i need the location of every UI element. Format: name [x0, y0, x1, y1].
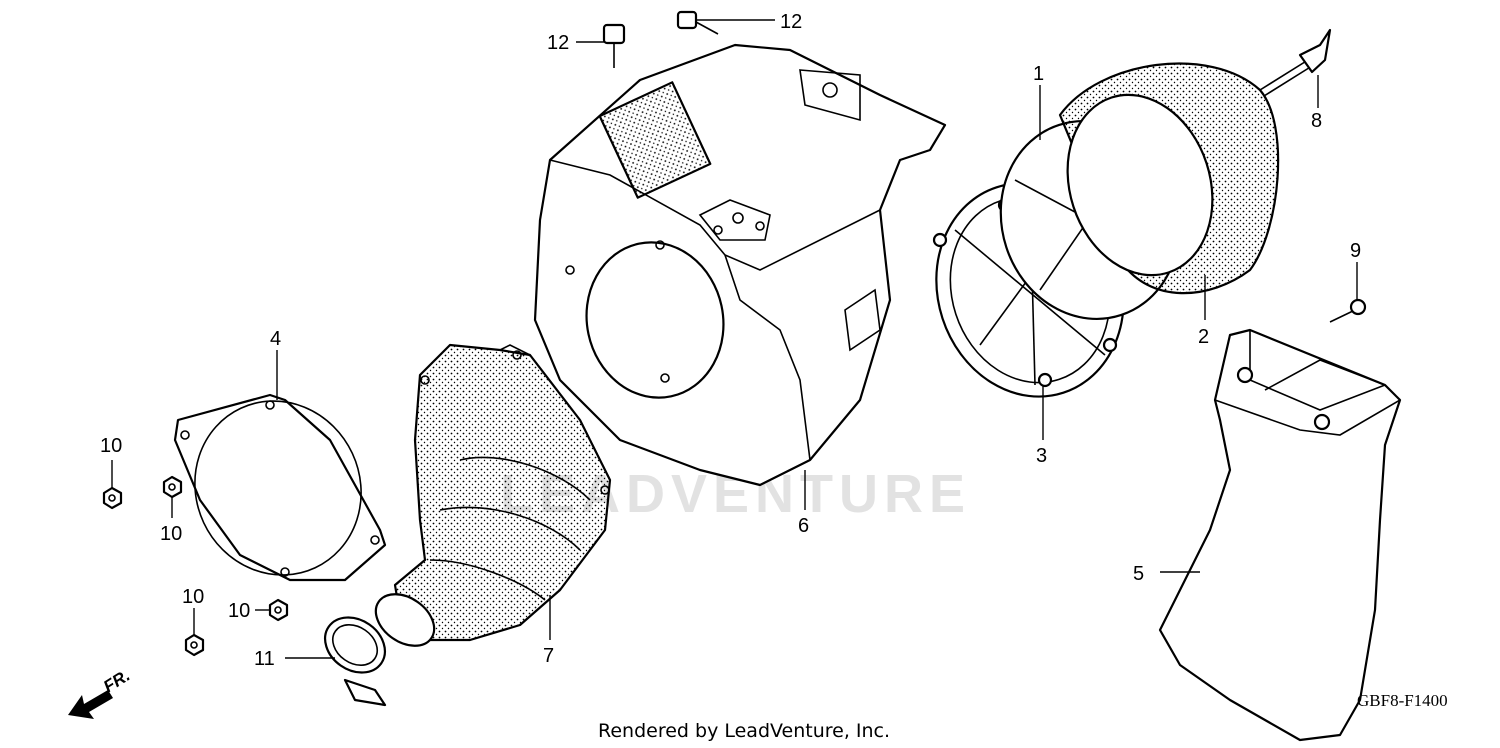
callout-12-b: 12: [780, 11, 802, 33]
render-credit: Rendered by LeadVenture, Inc.: [598, 720, 890, 742]
part-6-air-cleaner-case[interactable]: [533, 43, 947, 487]
callout-5: 5: [1133, 563, 1144, 585]
callout-8: 8: [1311, 110, 1322, 132]
front-direction-arrow-icon: FR.: [68, 666, 133, 719]
part-2-air-cleaner-element[interactable]: [1045, 62, 1280, 295]
callout-9: 9: [1350, 240, 1361, 262]
callout-4: 4: [270, 328, 281, 350]
callout-6: 6: [798, 515, 809, 537]
callout-labels: 1 2 3 4 5 6 7 8 9 10 10 10 10 11 12 12: [100, 11, 1361, 670]
callout-10-b: 10: [160, 523, 182, 545]
part-9-screw[interactable]: [1329, 298, 1367, 323]
diagram-code: GBF8-F1400: [1357, 691, 1448, 710]
callout-7: 7: [543, 645, 554, 667]
part-11-tube-band[interactable]: [314, 606, 395, 707]
callout-11: 11: [254, 648, 275, 670]
callout-10-a: 10: [100, 435, 122, 457]
part-7-air-cleaner-tube[interactable]: [366, 343, 612, 656]
part-5-air-cleaner-cover[interactable]: [1158, 328, 1402, 742]
part-10-nuts[interactable]: [102, 475, 289, 657]
callout-10-d: 10: [228, 600, 250, 622]
callout-12-a: 12: [547, 32, 569, 54]
callout-2: 2: [1198, 326, 1209, 348]
part-8-wing-bolt[interactable]: [1259, 28, 1332, 97]
callout-10-c: 10: [182, 586, 204, 608]
callout-1: 1: [1033, 63, 1044, 85]
part-12-bolts[interactable]: [602, 10, 719, 68]
callout-3: 3: [1036, 445, 1047, 467]
leader-lines: [111, 19, 1358, 659]
part-4-gasket[interactable]: [166, 374, 389, 603]
